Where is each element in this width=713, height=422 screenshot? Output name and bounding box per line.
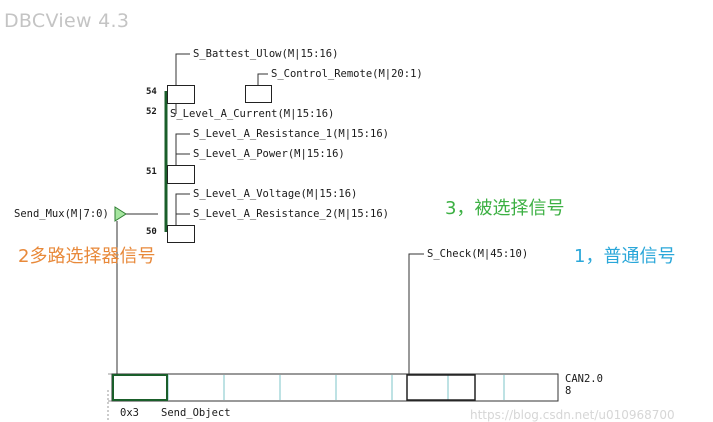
signal-leaders [175,53,424,374]
watermark: https://blog.csdn.net/u010968700 [470,408,675,422]
signal-s-check[interactable]: S_Check(M|45:10) [427,248,529,260]
annotation-normal-signal: 1，普通信号 [574,246,676,267]
signal-control-remote[interactable]: S_Control_Remote(M|20:1) [271,68,423,80]
mux-position-51: 51 [146,167,157,177]
mux-box-51[interactable] [167,165,195,184]
signal-level-a-voltage[interactable]: S_Level_A_Voltage(M|15:16) [193,188,358,200]
mux-position-54: 54 [146,87,157,97]
app-title: DBCView 4.3 [4,10,130,32]
annotation-multiplexed-signal: 3，被选择信号 [445,198,565,219]
mux-box-54[interactable] [167,85,195,104]
signal-level-a-resistance-2[interactable]: S_Level_A_Resistance_2(M|15:16) [193,208,389,220]
mux-triangle-icon[interactable] [114,206,127,222]
check-byte-highlight[interactable] [406,374,476,401]
annotation-multiplexor-signal: 2多路选择器信号 [18,246,156,267]
mux-byte-highlight[interactable] [112,374,168,401]
multiplexor-signal[interactable]: Send_Mux(M|7:0) [14,208,109,220]
message-id: 0x3 [120,407,139,419]
message-frame [107,373,559,422]
leader-battest-ulow [175,53,190,85]
leader-resistance-1 [175,133,190,165]
leader-s-check [408,253,424,374]
control-remote-box[interactable] [245,85,272,103]
message-name: Send_Object [161,407,231,419]
signal-battest-ulow[interactable]: S_Battest_Ulow(M|15:16) [193,48,339,60]
leader-control-remote [257,73,268,85]
signal-level-a-resistance-1[interactable]: S_Level_A_Resistance_1(M|15:16) [193,128,389,140]
mux-box-50[interactable] [167,225,195,243]
signal-level-a-power[interactable]: S_Level_A_Power(M|15:16) [193,148,345,160]
signal-level-a-current[interactable]: S_Level_A_Current(M|15:16) [170,108,335,120]
mux-position-50: 50 [146,227,157,237]
mux-position-52: 52 [146,107,157,117]
message-dlc: 8 [565,385,572,397]
message-bus-type: CAN2.0 [565,373,603,385]
leader-level-a-voltage [175,193,190,225]
